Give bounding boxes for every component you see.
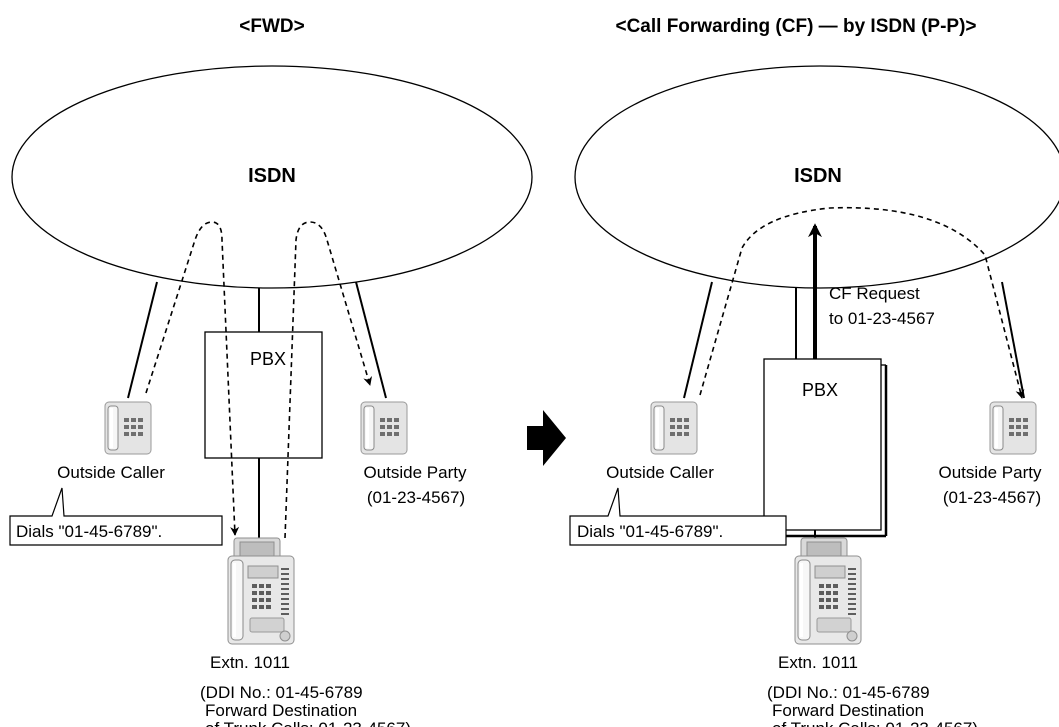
telephone-icon bbox=[104, 401, 152, 455]
left-dial-callout-text: Dials "01-45-6789". bbox=[16, 522, 162, 541]
telephone-icon bbox=[989, 401, 1037, 455]
left-panel: <FWD> ISDN PBX Outside Caller Outside Pa… bbox=[9, 16, 533, 727]
right-forwarded-call-path bbox=[699, 206, 1025, 399]
right-pbx-box bbox=[763, 358, 882, 531]
left-isdn-label: ISDN bbox=[248, 165, 296, 187]
right-outside-party-number: (01-23-4567) bbox=[943, 488, 1041, 507]
right-caller-line bbox=[683, 281, 713, 399]
left-pbx-box bbox=[204, 331, 323, 459]
left-ext-info-line1: (DDI No.: 01-45-6789 bbox=[200, 683, 363, 702]
desk-phone-icon bbox=[794, 537, 862, 645]
left-ext-info-line3: of Trunk Calls: 01-23-4567) bbox=[205, 719, 411, 727]
right-dial-callout bbox=[569, 487, 787, 546]
right-pbx-label: PBX bbox=[802, 380, 838, 400]
left-caller-line bbox=[127, 281, 158, 399]
right-ext-info-line3: of Trunk Calls: 01-23-4567) bbox=[772, 719, 978, 727]
left-title: <FWD> bbox=[239, 16, 304, 37]
right-party-line bbox=[1001, 281, 1025, 399]
left-party-line bbox=[355, 281, 387, 399]
left-isdn-cloud bbox=[11, 65, 533, 289]
left-ext-info-line2: Forward Destination bbox=[205, 701, 357, 720]
right-isdn-cloud bbox=[574, 65, 1059, 289]
left-extension-label: Extn. 1011 bbox=[210, 653, 290, 672]
right-extension-label: Extn. 1011 bbox=[778, 653, 858, 672]
right-dial-callout-text: Dials "01-45-6789". bbox=[577, 522, 723, 541]
left-forwarded-call-path bbox=[284, 221, 373, 539]
right-isdn-label: ISDN bbox=[794, 165, 842, 187]
right-outside-party-label: Outside Party bbox=[939, 463, 1042, 482]
right-panel: <Call Forwarding (CF) — by ISDN (P-P)> I… bbox=[569, 16, 1059, 727]
left-outside-party-number: (01-23-4567) bbox=[367, 488, 465, 507]
left-outside-party-label: Outside Party bbox=[364, 463, 467, 482]
telephone-icon bbox=[360, 401, 408, 455]
right-ext-info-line2: Forward Destination bbox=[772, 701, 924, 720]
right-cf-request-line1: CF Request bbox=[829, 284, 920, 303]
desk-phone-icon bbox=[227, 537, 295, 645]
left-dial-callout bbox=[9, 487, 223, 546]
right-ext-info-line1: (DDI No.: 01-45-6789 bbox=[767, 683, 930, 702]
left-pbx-label: PBX bbox=[250, 349, 286, 369]
right-title: <Call Forwarding (CF) — by ISDN (P-P)> bbox=[615, 16, 976, 37]
right-outside-caller-label: Outside Caller bbox=[606, 463, 714, 482]
telephone-icon bbox=[650, 401, 698, 455]
left-outside-caller-label: Outside Caller bbox=[57, 463, 165, 482]
right-cf-request-line2: to 01-23-4567 bbox=[829, 309, 935, 328]
right-arrow-icon bbox=[527, 410, 566, 466]
